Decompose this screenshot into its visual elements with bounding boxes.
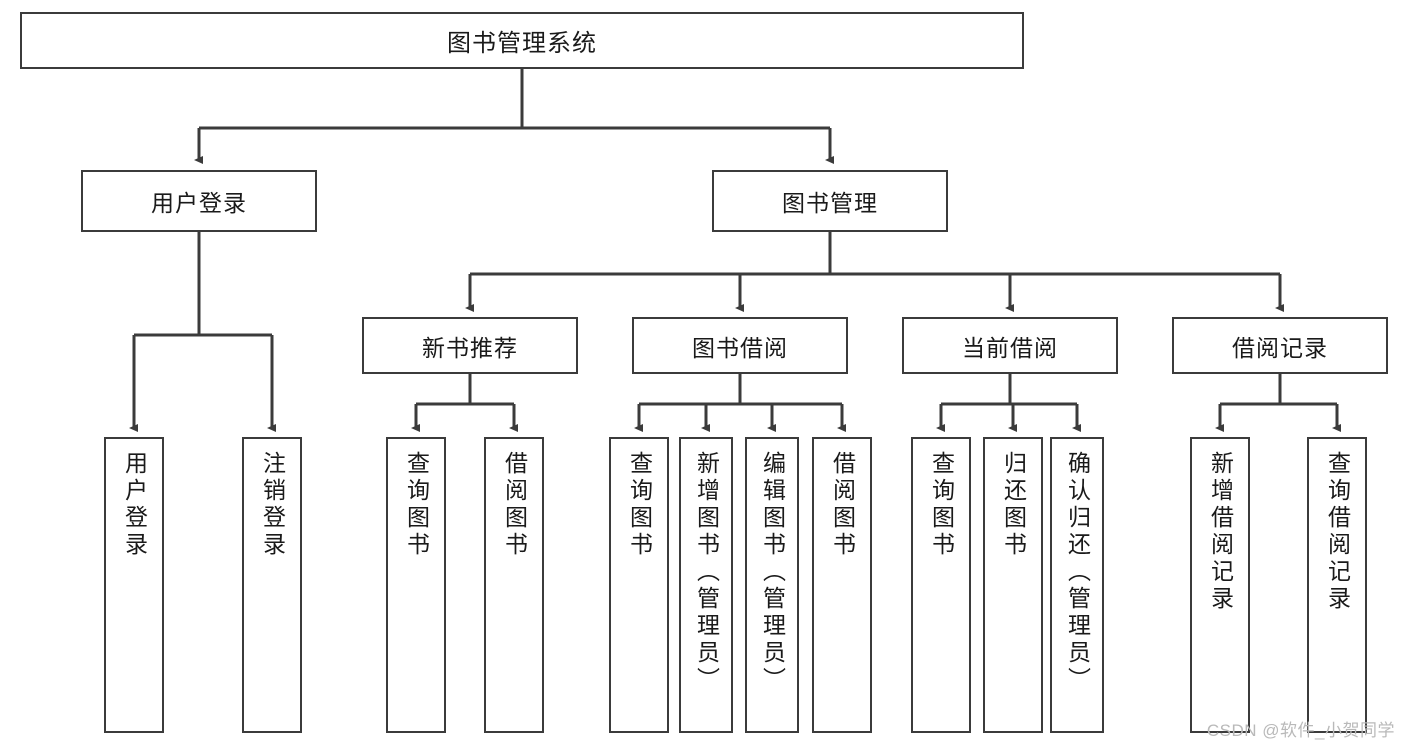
node-leaf-borrow-book-rec-label: 借阅图书: [501, 451, 528, 559]
node-leaf-add-book[interactable]: 新增图书（管理员）: [679, 437, 733, 733]
node-leaf-borrow-book[interactable]: 借阅图书: [812, 437, 872, 733]
node-leaf-user-login-label: 用户登录: [121, 451, 148, 559]
node-current-borrow[interactable]: 当前借阅: [902, 317, 1118, 374]
node-leaf-query-book-rec[interactable]: 查询图书: [386, 437, 446, 733]
node-current-borrow-label: 当前借阅: [962, 334, 1058, 361]
node-leaf-query-book-cur-label: 查询图书: [928, 451, 955, 559]
node-leaf-add-record-label: 新增借阅记录: [1207, 451, 1234, 613]
node-root[interactable]: 图书管理系统: [20, 12, 1024, 69]
node-leaf-query-book-borrow-label: 查询图书: [626, 451, 653, 559]
node-book-borrow-label: 图书借阅: [692, 334, 788, 361]
node-user-login-label: 用户登录: [151, 190, 247, 216]
node-book-borrow[interactable]: 图书借阅: [632, 317, 848, 374]
node-leaf-confirm-return[interactable]: 确认归还（管理员）: [1050, 437, 1104, 733]
node-user-login[interactable]: 用户登录: [81, 170, 317, 232]
node-leaf-borrow-book-label: 借阅图书: [829, 451, 856, 559]
node-leaf-add-record[interactable]: 新增借阅记录: [1190, 437, 1250, 733]
node-new-book-recommend-label: 新书推荐: [422, 334, 518, 361]
node-leaf-confirm-return-label: 确认归还（管理员）: [1064, 451, 1091, 694]
node-leaf-add-book-label: 新增图书（管理员）: [693, 451, 720, 694]
node-leaf-query-record-label: 查询借阅记录: [1324, 451, 1351, 613]
node-leaf-logout[interactable]: 注销登录: [242, 437, 302, 733]
watermark-text: CSDN @软件_小贺同学: [1206, 721, 1395, 740]
node-new-book-recommend[interactable]: 新书推荐: [362, 317, 578, 374]
node-leaf-edit-book-label: 编辑图书（管理员）: [759, 451, 786, 694]
node-leaf-query-book-cur[interactable]: 查询图书: [911, 437, 971, 733]
node-leaf-user-login[interactable]: 用户登录: [104, 437, 164, 733]
node-leaf-return-book[interactable]: 归还图书: [983, 437, 1043, 733]
node-leaf-borrow-book-rec[interactable]: 借阅图书: [484, 437, 544, 733]
node-borrow-record[interactable]: 借阅记录: [1172, 317, 1388, 374]
node-leaf-query-book-borrow[interactable]: 查询图书: [609, 437, 669, 733]
node-leaf-edit-book[interactable]: 编辑图书（管理员）: [745, 437, 799, 733]
node-leaf-logout-label: 注销登录: [259, 451, 286, 559]
node-borrow-record-label: 借阅记录: [1232, 334, 1328, 361]
node-book-manage[interactable]: 图书管理: [712, 170, 948, 232]
node-leaf-query-book-rec-label: 查询图书: [403, 451, 430, 559]
node-root-label: 图书管理系统: [447, 30, 597, 57]
node-leaf-query-record[interactable]: 查询借阅记录: [1307, 437, 1367, 733]
node-leaf-return-book-label: 归还图书: [1000, 451, 1027, 559]
node-book-manage-label: 图书管理: [782, 190, 878, 216]
